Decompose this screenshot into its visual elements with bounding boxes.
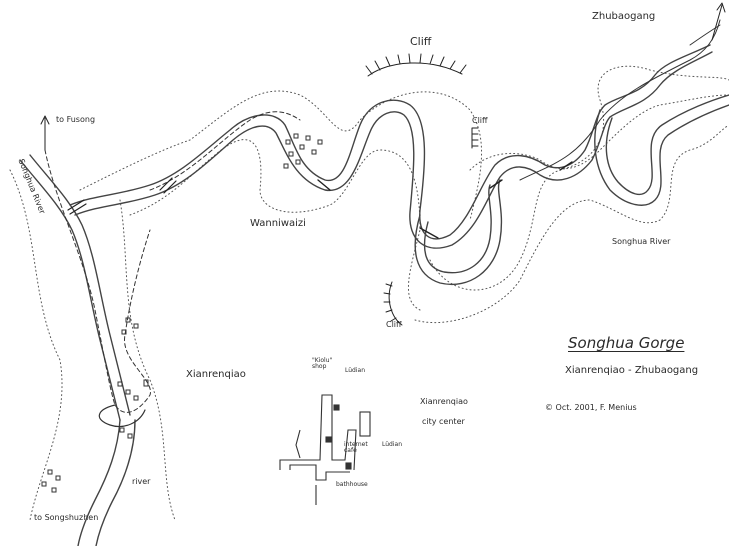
label-to-songshuzhen: to Songshuzhen xyxy=(34,513,99,522)
label-to-fusong: to Fusong xyxy=(56,115,96,124)
road-right xyxy=(519,19,721,181)
label-xianrenqiao: Xianrenqiao xyxy=(186,369,246,380)
inset-bathhouse-label: bathhouse xyxy=(336,481,368,488)
town-loop xyxy=(98,404,146,428)
valley-outline-left-inner xyxy=(119,199,176,521)
inset-shop-label: "Kiolu" shop xyxy=(312,357,333,370)
house xyxy=(311,149,317,155)
bridge-4 xyxy=(419,227,439,239)
valley-outline-right-inner xyxy=(469,94,729,171)
road-upper xyxy=(149,111,301,191)
inset-ludian-right: Lüdian xyxy=(382,441,402,448)
inset-title-line1: Xianrenqiao xyxy=(420,397,468,406)
map-title: Songhua Gorge xyxy=(568,334,685,352)
inset-title-line2: city center xyxy=(422,417,465,426)
label-cliff-bottom: Cliff xyxy=(386,320,402,329)
river-loop-bottom-a xyxy=(414,179,503,286)
house xyxy=(143,379,149,387)
river-south-bank-a xyxy=(77,419,121,546)
house xyxy=(41,481,47,487)
inset-lodging-block xyxy=(359,411,371,437)
house xyxy=(293,133,299,139)
songhua-river-left-bank-a xyxy=(19,159,121,421)
house xyxy=(295,159,301,165)
house xyxy=(125,317,131,323)
bridge-5 xyxy=(489,179,503,189)
label-songhua-river-right: Songhua River xyxy=(612,237,671,246)
label-cliff-top: Cliff xyxy=(410,35,432,48)
house xyxy=(127,433,133,439)
house xyxy=(55,475,61,481)
bridge-1 xyxy=(67,199,87,215)
cliff-right-hatching xyxy=(471,127,479,149)
songhua-river-bank-a xyxy=(69,44,711,240)
zhubaogang-arrow-head xyxy=(716,2,726,13)
map-credit: © Oct. 2001, F. Menius xyxy=(545,403,637,412)
house xyxy=(51,487,57,493)
bridge-2 xyxy=(159,177,177,194)
river-south-bank-b xyxy=(95,419,136,546)
label-cliff-right: Cliff xyxy=(472,116,488,125)
inset-shop-block xyxy=(333,404,340,411)
house xyxy=(317,139,323,145)
to-fusong-arrow-head xyxy=(40,115,50,125)
house xyxy=(288,151,294,157)
valley-outline-right xyxy=(429,65,729,291)
road-to-zhubaogang xyxy=(689,24,721,46)
inset-street-a xyxy=(279,394,357,471)
house xyxy=(47,469,53,475)
house xyxy=(133,395,139,401)
road-main xyxy=(44,149,151,413)
label-wanniwaizi: Wanniwaizi xyxy=(250,218,306,229)
house xyxy=(119,427,125,433)
river-loop-right-a xyxy=(594,104,729,206)
inset-street-c xyxy=(295,429,317,505)
inset-cafe-block xyxy=(325,436,332,443)
cliff-top-hatching xyxy=(365,53,467,77)
river-loop-right-b xyxy=(605,94,729,196)
inset-cafe-label: internet cafe xyxy=(344,441,368,454)
inset-street-b xyxy=(289,464,350,481)
songhua-river-left-bank-b xyxy=(29,154,131,416)
valley-outline-upper xyxy=(79,90,482,221)
river-loop-bottom-b xyxy=(423,184,492,274)
inset-bathhouse-block xyxy=(345,462,352,470)
house xyxy=(299,144,305,150)
map-subtitle: Xianrenqiao - Zhubaogang xyxy=(565,365,699,376)
house xyxy=(283,163,289,169)
house xyxy=(125,389,131,395)
bridge-3 xyxy=(317,179,331,191)
cliff-bottom-hatching xyxy=(383,281,403,326)
house xyxy=(285,139,291,145)
label-river-small: river xyxy=(132,477,151,486)
valley-outline-left-outer xyxy=(9,169,63,521)
songhua-river-bank-b xyxy=(74,51,713,249)
inset-ludian-top: Lüdian xyxy=(345,367,365,374)
house xyxy=(117,381,123,387)
house xyxy=(121,329,127,335)
zhubaogang-arrow-line xyxy=(711,4,723,41)
label-zhubaogang: Zhubaogang xyxy=(592,11,656,22)
bridge-6 xyxy=(559,161,573,171)
house xyxy=(133,323,139,329)
valley-outline-right-lower xyxy=(414,124,729,324)
house xyxy=(305,135,311,141)
